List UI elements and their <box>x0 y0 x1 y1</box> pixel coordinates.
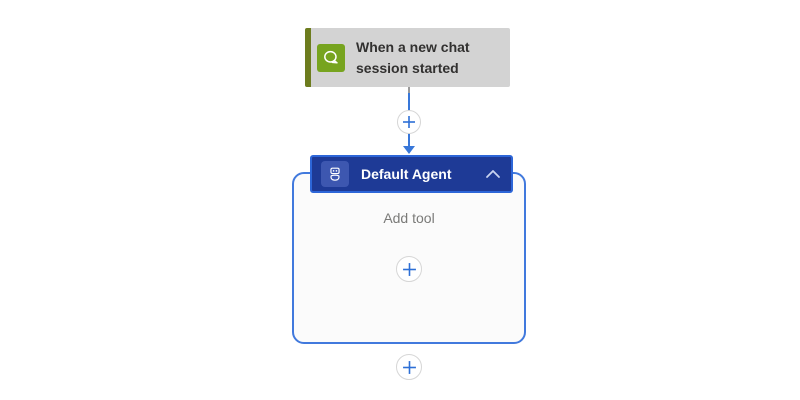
connector-arrowhead-icon <box>403 146 415 154</box>
bot-icon <box>321 161 349 187</box>
trigger-card-when-new-chat-session-started[interactable]: When a new chat session started <box>305 28 510 87</box>
agent-card-default-agent[interactable]: Default Agent <box>310 155 513 193</box>
plus-icon <box>402 262 416 276</box>
plus-icon <box>403 116 415 128</box>
agent-title: Default Agent <box>361 166 452 182</box>
plus-icon <box>402 360 416 374</box>
insert-step-below-button[interactable] <box>396 354 422 380</box>
trigger-title: When a new chat session started <box>356 38 470 76</box>
add-tool-label: Add tool <box>383 210 435 226</box>
chat-bubble-icon <box>317 43 345 72</box>
chevron-up-icon[interactable] <box>485 169 501 179</box>
insert-step-button[interactable] <box>397 110 421 134</box>
add-tool-button[interactable] <box>396 256 422 282</box>
trigger-output-stub <box>408 87 410 94</box>
